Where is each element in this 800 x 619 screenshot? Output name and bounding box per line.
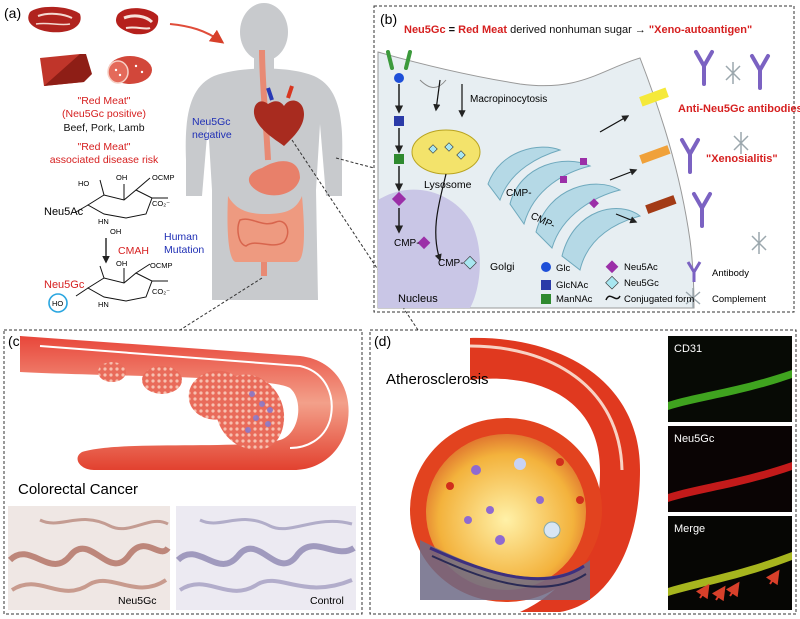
neu5gc-stain-label: Neu5Gc bbox=[674, 433, 715, 445]
oh-side: OH bbox=[116, 259, 127, 268]
macropinocytosis-label: Macropinocytosis bbox=[470, 94, 547, 105]
arrow-icon bbox=[169, 23, 225, 44]
artery-wall bbox=[470, 337, 640, 612]
transporter-icon bbox=[386, 50, 412, 70]
neu5ac-structure bbox=[75, 177, 168, 219]
xenosialitis-label: "Xenosialitis" bbox=[706, 153, 778, 165]
cmah-label: CMAH bbox=[118, 245, 149, 257]
title-xeno: "Xeno-autoantigen" bbox=[649, 24, 752, 36]
mutation-line1: Human bbox=[164, 231, 198, 243]
panel-b-label: (b) bbox=[380, 11, 397, 27]
panel-a: (a) "Red Meat" (Neu5Gc positive) Beef, P… bbox=[4, 3, 343, 313]
panel-b-frame bbox=[373, 5, 795, 313]
panel-d: (d) Atherosclerosis CD31 Neu5Gc bbox=[369, 329, 797, 615]
neu5ac-label: Neu5Ac bbox=[44, 206, 84, 218]
risk-line1: "Red Meat" bbox=[78, 141, 131, 153]
ocmp-label: OCMP bbox=[152, 173, 175, 182]
antibody-icon bbox=[680, 50, 770, 228]
red-meat-title: "Red Meat" bbox=[78, 95, 131, 107]
polyp bbox=[98, 362, 126, 382]
title-eq: = bbox=[446, 24, 459, 36]
neu5gc-negative-line1: Neu5Gc bbox=[192, 116, 231, 128]
panel-c: (c) Colorectal Cancer Neu5Gc Control bbox=[3, 329, 363, 615]
risk-line2: associated disease risk bbox=[50, 154, 159, 166]
ho-group: HO bbox=[52, 299, 63, 308]
cmp-label-1: CMP- bbox=[394, 238, 420, 249]
nucleus bbox=[378, 189, 480, 308]
legend-glcnac: GlcNAc bbox=[556, 280, 588, 291]
ho-top: HO bbox=[78, 179, 89, 188]
panel-d-title: Atherosclerosis bbox=[386, 371, 489, 388]
panel-b-title: Neu5Gc = Red Meat derived nonhuman sugar… bbox=[404, 24, 752, 36]
red-meat-subtitle: (Neu5Gc positive) bbox=[62, 108, 146, 120]
panel-d-frame bbox=[369, 329, 797, 615]
arrow-icon bbox=[434, 173, 447, 262]
heart-icon bbox=[253, 85, 304, 146]
legend-conj: Conjugated form bbox=[624, 294, 694, 305]
steak-icon bbox=[115, 8, 159, 35]
pathway-column bbox=[391, 73, 431, 250]
mutation-line2: Mutation bbox=[164, 244, 204, 256]
neu5gc-label: Neu5Gc bbox=[44, 279, 85, 291]
hn-label: HN bbox=[98, 217, 109, 226]
ham-icon bbox=[40, 54, 92, 86]
co2-label-2: CO₂⁻ bbox=[152, 287, 170, 296]
oh-ring: OH bbox=[110, 227, 121, 236]
oh-top: OH bbox=[116, 173, 127, 182]
callout-line-d bbox=[291, 139, 419, 331]
golgi-label: Golgi bbox=[490, 261, 515, 273]
title-redmeat: Red Meat bbox=[458, 24, 507, 36]
legend-neu5ac: Neu5Ac bbox=[624, 262, 658, 273]
neu5gc-negative-line2: negative bbox=[192, 129, 232, 141]
meat-types: Beef, Pork, Lamb bbox=[63, 122, 144, 134]
callout-line-c bbox=[179, 277, 263, 331]
cd31-label: CD31 bbox=[674, 343, 702, 355]
panel-a-label: (a) bbox=[4, 5, 21, 21]
golgi bbox=[487, 146, 642, 271]
legend-glc: Glc bbox=[556, 263, 571, 274]
stain-neu5gc-label: Neu5Gc bbox=[118, 595, 157, 607]
title-rest: derived nonhuman sugar → bbox=[507, 24, 649, 36]
legend-complement: Complement bbox=[712, 294, 766, 305]
panel-c-frame bbox=[3, 329, 363, 615]
stain-control-label: Control bbox=[310, 595, 344, 607]
panel-b: (b) Neu5Gc = Red Meat derived nonhuman s… bbox=[373, 5, 800, 313]
merge-label: Merge bbox=[674, 523, 705, 535]
neu5gc-structure bbox=[75, 263, 168, 302]
legend-neu5gc: Neu5Gc bbox=[624, 278, 659, 289]
legend-mannac: ManNAc bbox=[556, 294, 593, 305]
panel-c-title: Colorectal Cancer bbox=[18, 481, 138, 498]
complement-icon bbox=[725, 62, 767, 254]
cmp-label-3: CMP- bbox=[506, 188, 532, 199]
steak-icon bbox=[28, 6, 81, 33]
cmp-label-2: CMP- bbox=[438, 258, 464, 269]
hn-label-2: HN bbox=[98, 300, 109, 309]
human-body bbox=[185, 3, 343, 300]
hydroxyl-highlight bbox=[48, 293, 68, 313]
polyp bbox=[142, 366, 182, 394]
panel-d-label: (d) bbox=[374, 333, 391, 349]
lysosome-label: Lysosome bbox=[424, 179, 472, 191]
title-neu5gc: Neu5Gc bbox=[404, 24, 446, 36]
tumor bbox=[215, 374, 285, 450]
ham-icon bbox=[107, 56, 152, 84]
lysosome bbox=[411, 129, 481, 175]
legend-antibody: Antibody bbox=[712, 268, 749, 279]
nucleus-label: Nucleus bbox=[398, 293, 438, 305]
antibodies-label: Anti-Neu5Gc antibodies bbox=[678, 103, 800, 115]
co2-label: CO₂⁻ bbox=[152, 199, 170, 208]
callout-line-b bbox=[335, 157, 375, 169]
ocmp-label-2: OCMP bbox=[150, 261, 173, 270]
plaque bbox=[426, 434, 586, 590]
